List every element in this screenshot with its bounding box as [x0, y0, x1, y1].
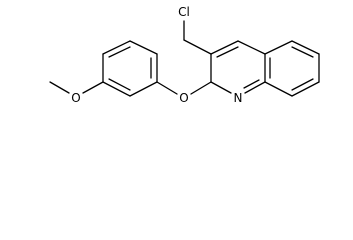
bond-o-ch3 — [49, 81, 70, 94]
bond-c4a-c5 — [264, 40, 293, 55]
bond-c4h-c4a — [237, 40, 266, 55]
benzo-ring — [264, 40, 320, 97]
nitrogen-atom-label: N — [234, 91, 243, 105]
methoxy-oxygen-atom-label: O — [71, 91, 80, 105]
double-bond-c5-c6 — [291, 46, 314, 58]
double-bond-p5-p6 — [108, 78, 131, 91]
bond-p6-p1 — [129, 81, 158, 97]
bond-p2-p3 — [129, 40, 158, 55]
phenyl-ring — [102, 40, 158, 97]
bond-p5-o — [82, 81, 104, 94]
pyridine-ring — [210, 40, 266, 94]
double-bond-c4-c4h — [216, 46, 239, 58]
bond-c2-o — [190, 81, 212, 95]
ether-linkage — [156, 81, 212, 95]
methoxy-group — [49, 81, 104, 94]
chloromethyl-group — [183, 20, 212, 55]
bond-c8a-n1 — [244, 81, 266, 94]
chlorine-atom-label: Cl — [178, 5, 190, 19]
bond-p3-p4 — [102, 40, 131, 55]
ether-oxygen-atom-label: O — [179, 91, 188, 105]
double-bond-c7-c8 — [291, 78, 314, 91]
bond-c8-c8a — [264, 81, 293, 97]
double-bond-c8a-n1 — [243, 79, 260, 89]
double-bond-p3-p4 — [108, 46, 131, 58]
bond-o-phenyl — [156, 81, 178, 95]
bond-c7-c8 — [291, 81, 320, 97]
bond-c5-c6 — [291, 40, 320, 55]
chemical-structure: Cl N O O — [49, 5, 320, 105]
bond-c3-ch2 — [183, 39, 212, 55]
bond-p5-p6 — [102, 81, 131, 97]
bond-n1-c2 — [210, 81, 232, 94]
bond-c4-c4h — [210, 40, 239, 55]
